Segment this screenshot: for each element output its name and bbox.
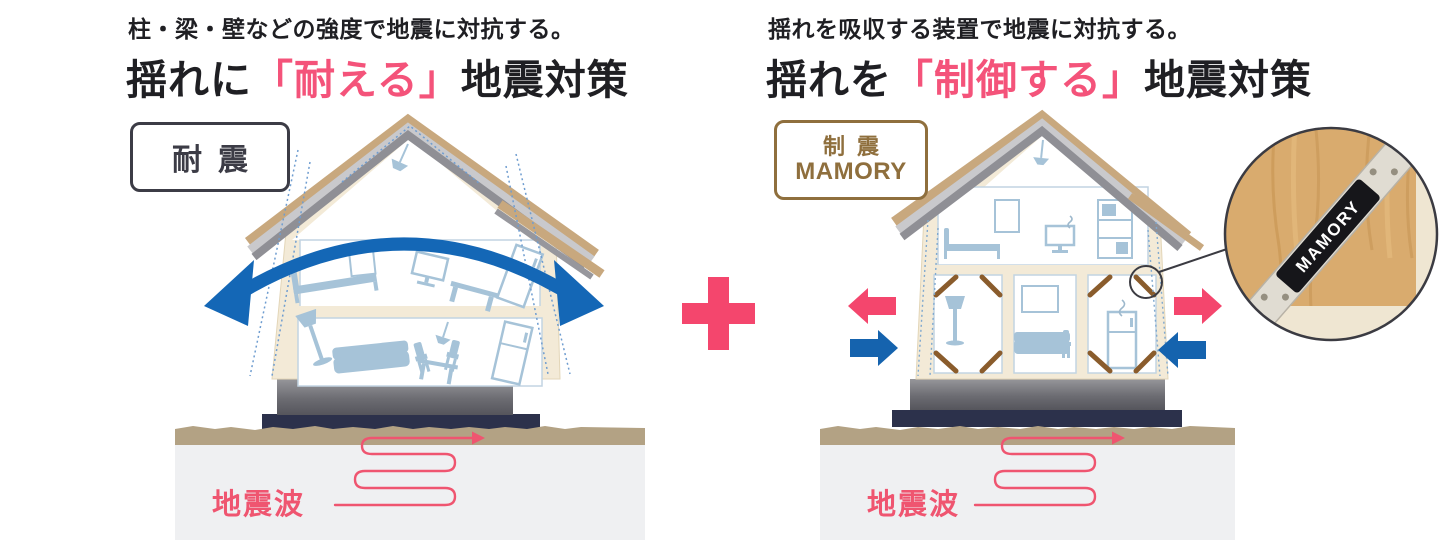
bed-icon — [290, 268, 379, 304]
floor-lamp-icon — [945, 296, 965, 346]
tv-icon — [1044, 224, 1076, 253]
left-ground-surface — [175, 426, 645, 445]
wood-sill — [1225, 306, 1437, 340]
picture-frame-icon — [994, 199, 1020, 233]
left-title-prefix: 揺れに — [126, 57, 252, 103]
left-title-suffix: 地震対策 — [460, 57, 629, 103]
sofa-icon — [332, 340, 410, 374]
window-icon — [1021, 285, 1059, 313]
left-subtitle: 柱・梁・壁などの強度で地震に対抗する。 — [128, 16, 575, 42]
right-foundation-block — [910, 379, 1165, 410]
right-roof — [891, 109, 1205, 252]
table-icon — [449, 280, 498, 312]
fridge-icon — [490, 320, 534, 386]
damper-highlight-circle — [1129, 265, 1163, 299]
chair-icon — [413, 342, 431, 374]
left-title: 揺れに「耐える」地震対策 — [126, 46, 629, 106]
left-foundation-slab — [262, 414, 540, 430]
right-title-accent: 「制御する」 — [892, 57, 1144, 103]
pendant-lamp-icon — [391, 143, 409, 172]
damper-photo-callout: MAMORY — [1223, 126, 1439, 342]
seishin-mamory-badge: 制震 MAMORY — [774, 120, 928, 200]
taishin-badge: 耐震 — [130, 122, 290, 192]
fridge-icon — [1106, 310, 1138, 370]
inward-left-arrow-icon — [1158, 332, 1206, 368]
sofa-icon — [1014, 332, 1070, 354]
tv-icon — [410, 250, 450, 288]
left-seismic-wave-icon — [333, 431, 485, 507]
chair-icon — [1061, 330, 1071, 358]
table-icon — [417, 358, 459, 385]
callout-line — [1158, 248, 1228, 273]
right-title-suffix: 地震対策 — [1144, 57, 1312, 103]
outward-left-arrow-icon — [848, 288, 896, 324]
left-roof — [244, 113, 605, 280]
left-title-accent: 「耐える」 — [252, 57, 461, 103]
pendant-lamp-icon — [435, 321, 451, 345]
bed-icon — [944, 228, 1000, 259]
right-furniture-upright — [944, 139, 1138, 370]
right-foundation-slab — [892, 410, 1182, 427]
sway-arc-arrow-icon — [204, 237, 604, 326]
floor-lamp-icon — [295, 308, 333, 366]
right-subsoil — [820, 445, 1235, 540]
seishin-badge-line2: MAMORY — [795, 157, 907, 185]
left-subsoil — [175, 445, 645, 540]
vibration-squiggle — [1118, 299, 1126, 317]
pendant-lamp-icon — [1033, 139, 1050, 166]
right-seismic-wave-label: 地震波 — [867, 489, 961, 521]
force-arrows — [848, 288, 1222, 368]
right-house-illustration: MAMORY — [820, 109, 1439, 540]
right-title-prefix: 揺れを — [766, 57, 892, 103]
seishin-badge-line1: 制震 — [822, 133, 891, 159]
outward-right-arrow-icon — [1174, 288, 1222, 324]
damper-braces — [933, 274, 1157, 374]
shelf-icon — [1097, 199, 1133, 259]
left-house-illustration — [175, 113, 645, 540]
right-subtitle: 揺れを吸収する装置で地震に対抗する。 — [768, 16, 1191, 42]
inward-right-arrow-icon — [850, 330, 898, 366]
right-title: 揺れを「制御する」地震対策 — [766, 46, 1312, 106]
plus-icon — [682, 277, 755, 350]
right-ground-surface — [820, 426, 1235, 445]
left-furniture-tilted — [290, 143, 545, 386]
right-seismic-wave-icon — [973, 431, 1125, 507]
vibration-squiggle — [1067, 215, 1073, 229]
right-sway-lines — [917, 219, 1169, 377]
left-seismic-wave-label: 地震波 — [212, 489, 306, 521]
